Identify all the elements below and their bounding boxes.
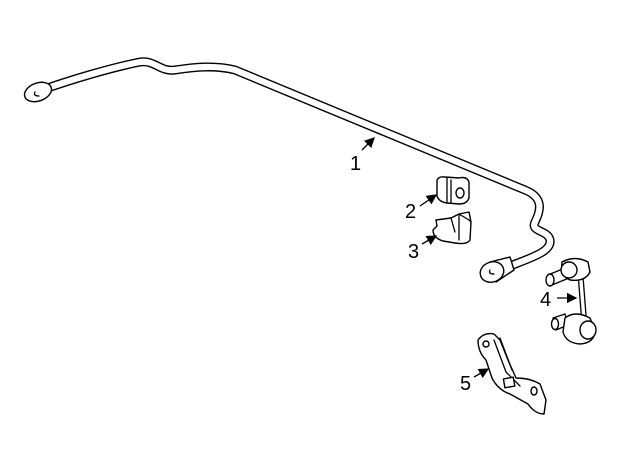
link-bracket[interactable]	[477, 332, 547, 415]
callout-5: 5	[460, 368, 490, 395]
callout-5-label: 5	[460, 373, 471, 395]
callout-4: 4	[540, 289, 578, 311]
bushing-bracket[interactable]	[432, 211, 472, 245]
bar-end-eye-left	[23, 81, 53, 103]
callout-3: 3	[408, 235, 438, 263]
stabilizer-bar[interactable]	[22, 57, 555, 286]
bar-end-eye-right	[479, 256, 515, 283]
callout-1-label: 1	[350, 153, 361, 175]
callout-4-label: 4	[540, 289, 551, 311]
stabilizer-link[interactable]	[545, 257, 597, 345]
bushing[interactable]	[436, 176, 470, 205]
callout-2-label: 2	[405, 201, 416, 223]
callout-2: 2	[405, 194, 438, 223]
callout-1: 1	[350, 137, 375, 175]
callout-3-label: 3	[408, 241, 419, 263]
